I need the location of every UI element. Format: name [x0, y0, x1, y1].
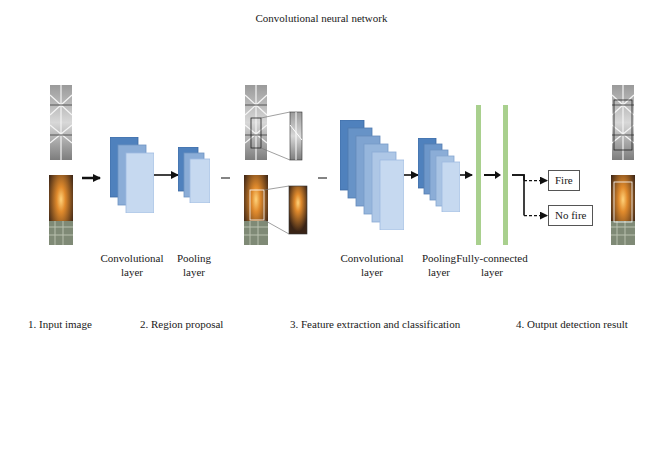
layer-stack: Pooling layer	[178, 147, 210, 203]
layer-stack: Convolutional layer	[110, 137, 154, 213]
layer-label: Pooling layer	[172, 252, 216, 280]
step-label: 4. Output detection result	[516, 318, 628, 331]
connector	[404, 175, 418, 176]
layer-stack: Pooling layer	[418, 138, 460, 212]
feature-map-stack	[340, 120, 404, 230]
connector	[512, 175, 547, 216]
connector	[154, 175, 178, 176]
step-label: 3. Feature extraction and classification	[290, 318, 460, 331]
feature-map	[190, 159, 210, 203]
fully-connected-layer: Fully-connected layer	[472, 105, 512, 245]
dense-bar	[476, 105, 481, 245]
diagram-title: Convolutional neural network	[0, 12, 648, 25]
step-label: 2. Region proposal	[140, 318, 223, 331]
layer-stack: Convolutional layer	[340, 120, 404, 230]
feature-map	[126, 153, 154, 213]
class-label: No fire	[555, 209, 586, 222]
dense-layers	[472, 105, 512, 245]
feature-map	[442, 162, 460, 212]
class-box: No fire	[548, 205, 593, 226]
step-label: 1. Input image	[28, 318, 92, 331]
feature-map-stack	[418, 138, 460, 212]
connector	[512, 175, 547, 181]
layer-label: Fully-connected layer	[450, 252, 534, 280]
layer-label: Convolutional layer	[94, 252, 170, 280]
connector-dashed	[524, 180, 547, 181]
feature-map	[380, 160, 404, 230]
class-label: Fire	[555, 174, 573, 187]
connector-line	[404, 174, 418, 176]
arrow-head	[495, 171, 501, 179]
feature-map-stack	[178, 147, 210, 203]
class-box: Fire	[548, 170, 580, 191]
dense-bar	[503, 105, 508, 245]
connector-line	[512, 175, 524, 181]
feature-map-stack	[110, 137, 154, 213]
connector	[460, 175, 472, 176]
connector-line	[154, 174, 178, 176]
arrow-line	[484, 174, 495, 176]
layer-label: Pooling layer	[417, 252, 461, 280]
connector-line	[512, 175, 524, 216]
connector-dashed	[524, 215, 547, 216]
layer-label: Convolutional layer	[334, 252, 410, 280]
connector-line	[460, 174, 472, 176]
